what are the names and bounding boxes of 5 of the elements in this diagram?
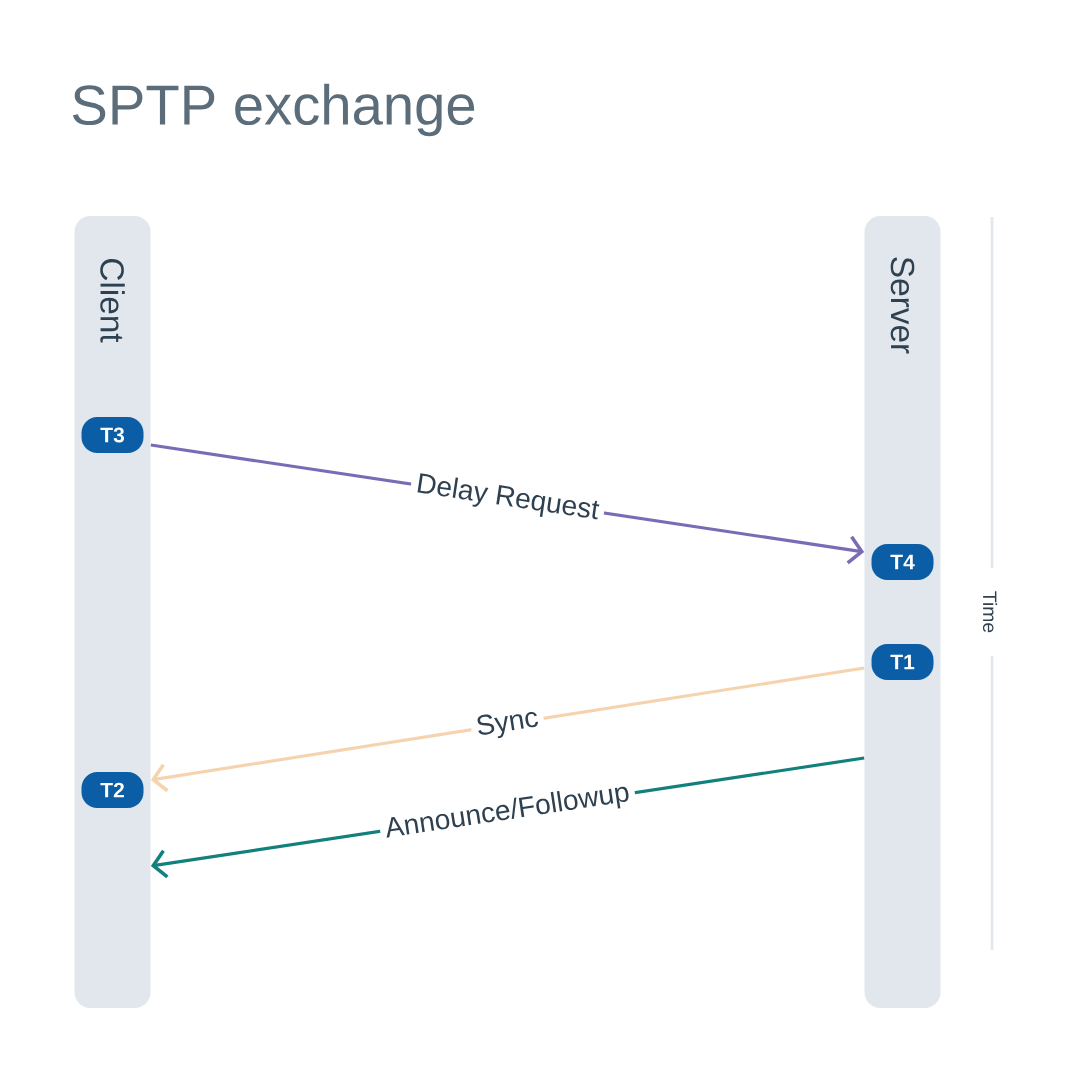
time-label: Time	[982, 591, 998, 633]
edge-label: Sync	[468, 700, 547, 748]
arrow	[150, 666, 865, 793]
edge-label: Delay Request	[408, 465, 607, 532]
title: SPTP exchange	[72, 83, 475, 137]
